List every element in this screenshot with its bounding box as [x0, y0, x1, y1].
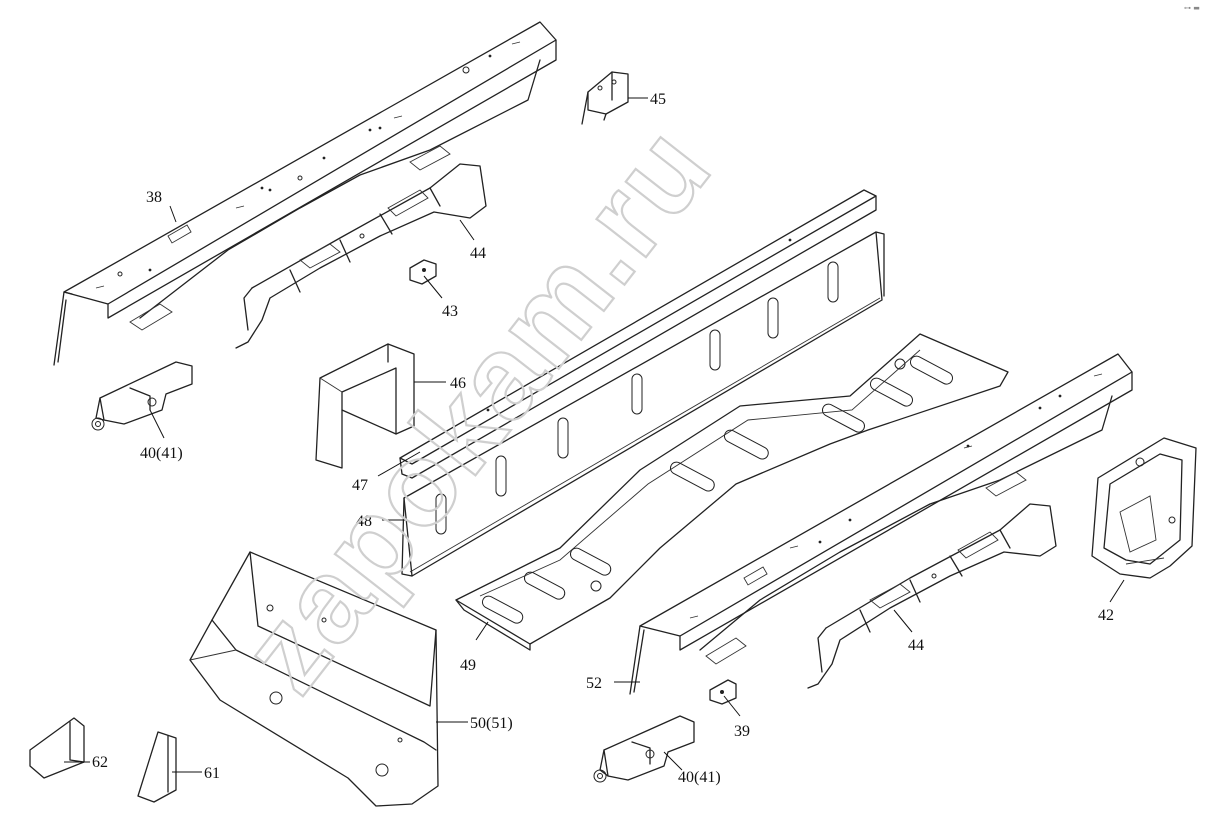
part-52-side-rail-right: [629, 353, 1133, 695]
callout-52: 52: [586, 675, 602, 692]
part-61-triangular-bracket: [137, 731, 177, 803]
part-62-corner-bracket: [29, 717, 85, 779]
part-43-clip: [409, 259, 437, 285]
callout-38: 38: [146, 189, 162, 206]
callout-40-41-left: 40(41): [140, 445, 183, 462]
callout-39: 39: [734, 723, 750, 740]
corner-mark: ⊶ ▬: [1184, 4, 1200, 12]
part-48-slotted-panel: [401, 231, 885, 577]
part-46-seat-bracket: [315, 343, 415, 469]
part-40-41-latch-right: [593, 715, 695, 783]
leader-lines: [64, 97, 1125, 773]
part-49-floor-pan: [455, 333, 1009, 651]
part-45-bracket: [581, 71, 629, 125]
callout-61: 61: [204, 765, 220, 782]
part-39-clip: [709, 679, 737, 705]
callout-46: 46: [450, 375, 466, 392]
part-42-side-frame: [1091, 437, 1197, 579]
callout-42: 42: [1098, 607, 1114, 624]
callout-44-lower: 44: [908, 637, 924, 654]
part-40-41-latch-left: [91, 361, 193, 431]
callout-48: 48: [356, 513, 372, 530]
callout-40-41-right: 40(41): [678, 769, 721, 786]
callout-44-upper: 44: [470, 245, 486, 262]
callout-43: 43: [442, 303, 458, 320]
part-44-reinforcement-lower: [807, 503, 1057, 689]
part-38-side-rail-left: [53, 21, 557, 366]
callout-labels: 38 45 44 43 46 40(41) 47 48 49 52 44 42 …: [92, 91, 1114, 786]
callout-62: 62: [92, 754, 108, 771]
callout-50-51: 50(51): [470, 715, 513, 732]
callout-49: 49: [460, 657, 476, 674]
part-44-reinforcement-upper: [235, 163, 487, 349]
part-50-51-rear-panel: [189, 551, 439, 807]
callout-45: 45: [650, 91, 666, 108]
callout-47: 47: [352, 477, 368, 494]
part-47-channel-rail: [399, 189, 877, 479]
